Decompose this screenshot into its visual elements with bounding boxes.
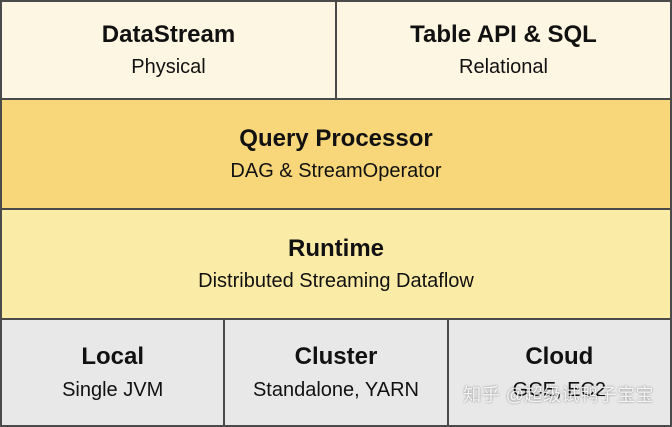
query-processor-title: Query Processor xyxy=(239,124,433,152)
cloud-box: Cloud GCE, EC2 xyxy=(446,320,670,425)
datastream-box: DataStream Physical xyxy=(2,2,335,98)
cloud-title: Cloud xyxy=(525,343,594,371)
query-processor-layer: Query Processor DAG & StreamOperator xyxy=(2,98,670,208)
query-processor-subtitle: DAG & StreamOperator xyxy=(230,160,442,183)
cluster-subtitle: Standalone, YARN xyxy=(252,378,420,401)
datastream-subtitle: Physical xyxy=(131,56,206,79)
cluster-box: Cluster Standalone, YARN xyxy=(223,320,447,425)
local-title: Local xyxy=(81,343,144,371)
table-api-sql-subtitle: Relational xyxy=(459,56,548,79)
deploy-layer: Local Single JVM Cluster Standalone, YAR… xyxy=(2,318,670,425)
api-layer: DataStream Physical Table API & SQL Rela… xyxy=(2,2,670,98)
runtime-subtitle: Distributed Streaming Dataflow xyxy=(198,270,474,293)
local-box: Local Single JVM xyxy=(2,320,224,425)
runtime-title: Runtime xyxy=(288,234,384,262)
runtime-layer: Runtime Distributed Streaming Dataflow xyxy=(2,208,670,318)
datastream-title: DataStream xyxy=(101,20,236,48)
cluster-title: Cluster xyxy=(294,343,378,371)
runtime-box: Runtime Distributed Streaming Dataflow xyxy=(2,210,670,318)
table-api-sql-title: Table API & SQL xyxy=(410,20,597,48)
table-api-sql-box: Table API & SQL Relational xyxy=(335,2,670,98)
cloud-subtitle: GCE, EC2 xyxy=(512,378,606,401)
local-subtitle: Single JVM xyxy=(62,378,164,401)
query-processor-box: Query Processor DAG & StreamOperator xyxy=(2,100,670,208)
